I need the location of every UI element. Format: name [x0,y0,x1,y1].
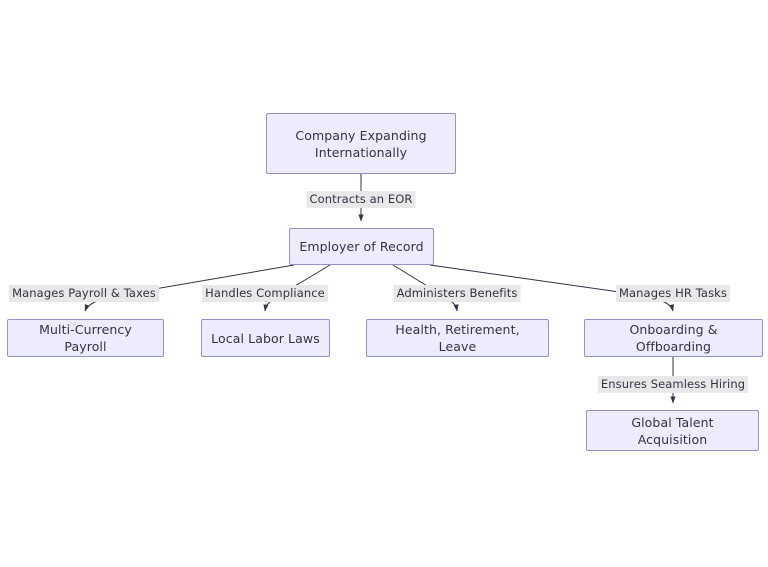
node-global-talent-acquisition[interactable]: Global Talent Acquisition [586,410,759,451]
node-health-retirement-leave[interactable]: Health, Retirement, Leave [366,319,549,357]
edge-label-handles-compliance: Handles Compliance [202,285,328,302]
node-employer-of-record[interactable]: Employer of Record [289,228,434,265]
node-label: Global Talent Acquisition [631,414,714,447]
node-onboarding-offboarding[interactable]: Onboarding & Offboarding [584,319,763,357]
node-label: Onboarding & Offboarding [629,322,718,354]
node-label: Local Labor Laws [211,330,320,346]
edge-label-contracts-an-eor: Contracts an EOR [306,191,416,208]
edge-label-ensures-seamless-hiring: Ensures Seamless Hiring [597,376,749,393]
edge-label-manages-hr-tasks: Manages HR Tasks [615,285,731,302]
edge-label-administers-benefits: Administers Benefits [393,285,521,302]
node-label: Employer of Record [299,239,424,254]
node-company-expanding-internationally[interactable]: Company Expanding Internationally [266,113,456,174]
node-multi-currency-payroll[interactable]: Multi-Currency Payroll [7,319,164,357]
edge-label-manages-payroll-taxes: Manages Payroll & Taxes [9,285,159,302]
node-label: Health, Retirement, Leave [395,322,520,354]
node-local-labor-laws[interactable]: Local Labor Laws [201,319,330,357]
node-label: Multi-Currency Payroll [39,322,132,354]
node-label: Company Expanding Internationally [295,127,427,160]
